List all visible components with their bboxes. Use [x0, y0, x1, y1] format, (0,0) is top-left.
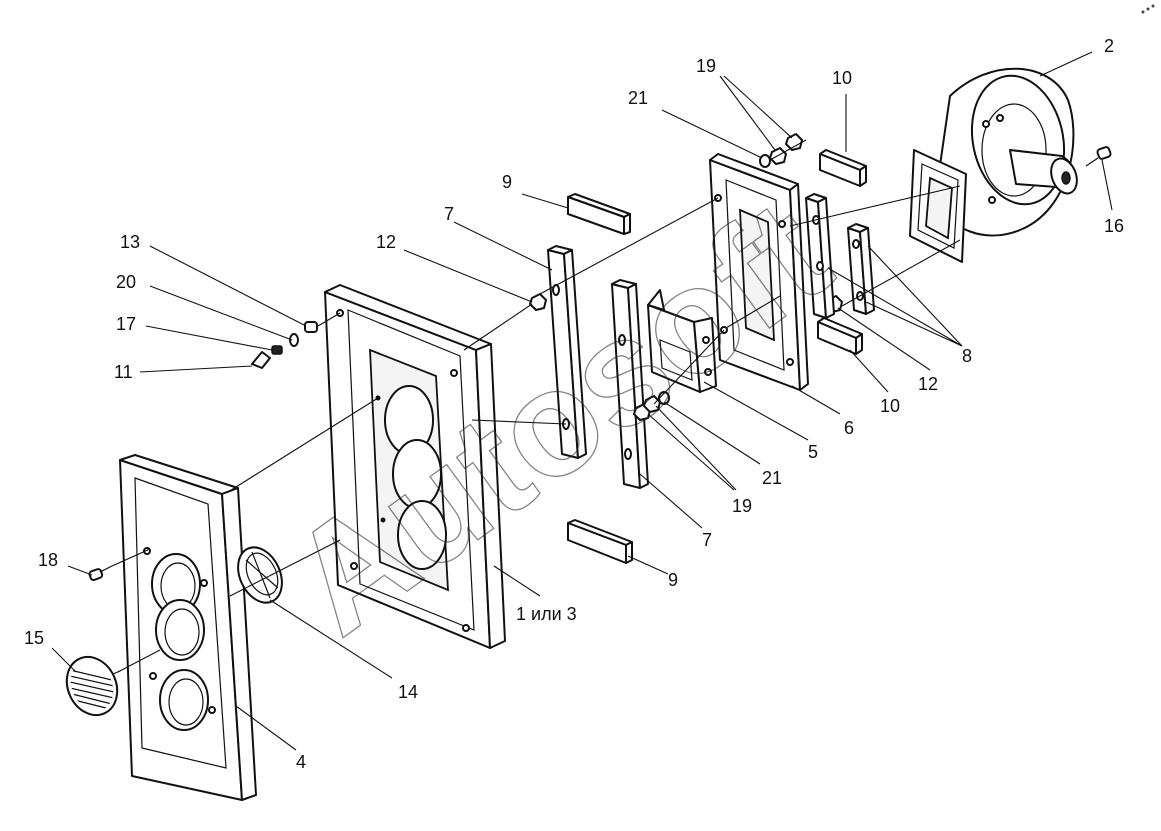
- part-21-washer-upper: [759, 154, 771, 168]
- part-20-washer: [289, 333, 299, 347]
- part-2-blower: [909, 67, 1078, 263]
- callout-15: 15: [24, 628, 44, 648]
- callout-19-lower: 19: [732, 496, 752, 516]
- callout-6: 6: [844, 418, 854, 438]
- part-10-block-upper: [819, 149, 867, 187]
- part-11-cap-nut: [251, 351, 271, 369]
- callout-9-upper: 9: [502, 172, 512, 192]
- callout-10-upper: 10: [832, 68, 852, 88]
- part-10-block-lower: [817, 317, 863, 355]
- callout-1-or-3: 1 или 3: [516, 604, 577, 624]
- part-8-bar-a: [805, 193, 835, 319]
- callout-20: 20: [116, 272, 136, 292]
- part-15-round-grille: [65, 655, 121, 717]
- callout-labels: 2 16 10 19 21 9 7 12 13 20 17 11 8 12 10…: [24, 36, 1124, 772]
- part-13-spacer: [304, 321, 318, 333]
- part-9-block-upper: [567, 193, 631, 235]
- part-7-bar-left: [547, 245, 587, 459]
- part-17-screw: [271, 345, 283, 355]
- callout-7-lower: 7: [702, 530, 712, 550]
- callout-2: 2: [1104, 36, 1114, 56]
- part-6-flange-frame: [709, 153, 809, 391]
- callout-4: 4: [296, 752, 306, 772]
- callout-13: 13: [120, 232, 140, 252]
- callout-10-lower: 10: [880, 396, 900, 416]
- part-7-bar-right: [611, 279, 649, 489]
- callout-11: 11: [114, 362, 133, 382]
- part-18-screw: [88, 565, 113, 581]
- callout-9-lower: 9: [668, 570, 678, 590]
- callout-5: 5: [808, 442, 818, 462]
- part-12-nut-left: [529, 293, 547, 311]
- callout-12-right: 12: [918, 374, 938, 394]
- callout-14: 14: [398, 682, 418, 702]
- callout-12-left: 12: [376, 232, 396, 252]
- callout-21-lower: 21: [762, 468, 782, 488]
- callout-21-upper: 21: [628, 88, 648, 108]
- callout-18: 18: [38, 550, 58, 570]
- corner-mark: [1141, 4, 1155, 14]
- callout-leaders: [51, 51, 1113, 751]
- part-4-front-panel: [119, 454, 257, 801]
- part-19-nut-lower-b: [643, 395, 661, 413]
- callout-7-upper: 7: [444, 204, 454, 224]
- part-16-screw: [1085, 146, 1112, 167]
- part-9-block-lower: [567, 519, 633, 564]
- assembly-axis-lines: [111, 139, 961, 673]
- part-5-bracket: [647, 289, 717, 393]
- callout-8: 8: [962, 346, 972, 366]
- callout-17: 17: [116, 314, 136, 334]
- callout-19-upper: 19: [696, 56, 716, 76]
- callout-16: 16: [1104, 216, 1124, 236]
- part-19-nut-upper-b: [785, 133, 803, 151]
